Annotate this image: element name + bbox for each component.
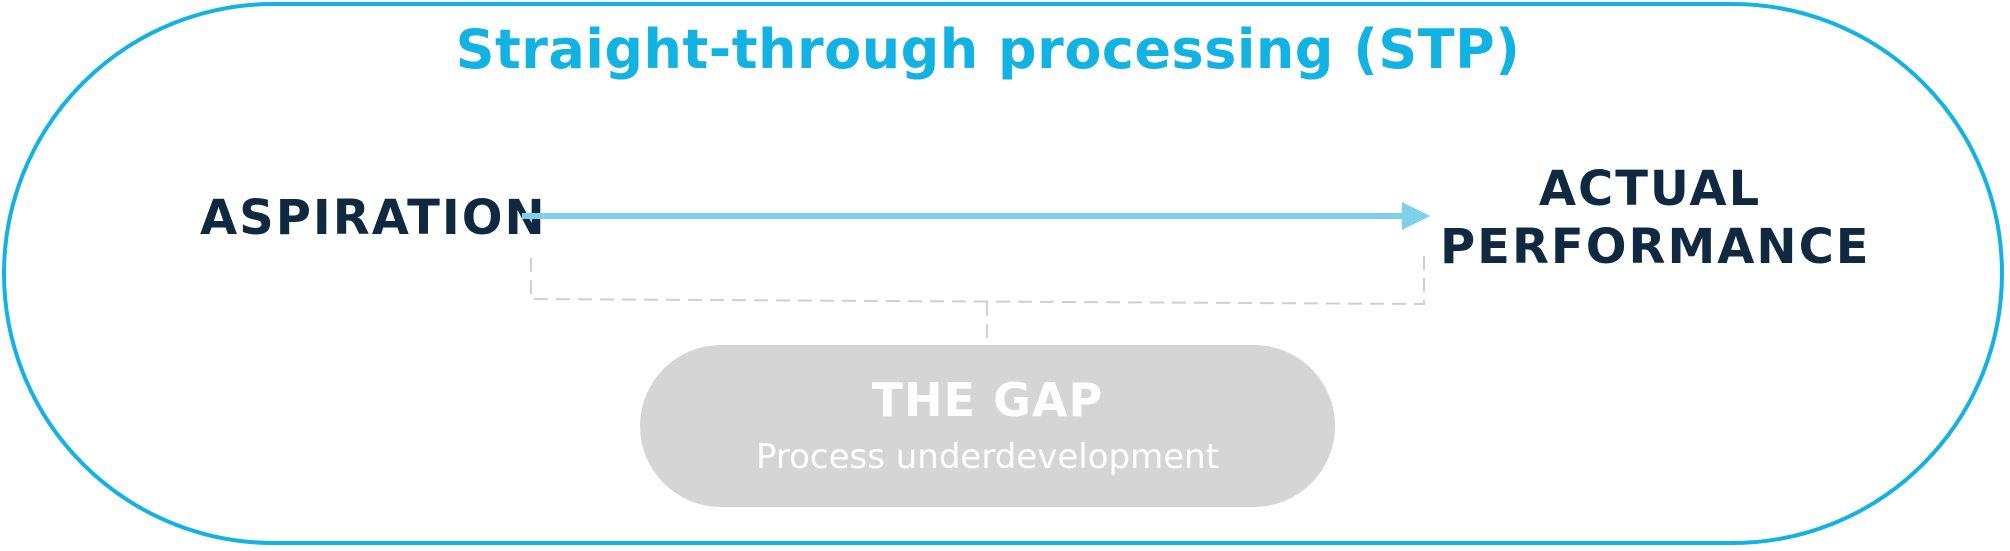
- actual-performance-line-1: ACTUAL: [1538, 161, 1762, 217]
- actual-performance-label: ACTUAL PERFORMANCE: [1440, 160, 1871, 276]
- gap-subtitle: Process underdevelopment: [755, 437, 1220, 477]
- gap-title: THE GAP: [871, 373, 1104, 427]
- diagram-title: Straight-through processing (STP): [455, 18, 1521, 81]
- gap-pill: THE GAP Process underdevelopment: [640, 345, 1335, 507]
- actual-performance-line-2: PERFORMANCE: [1440, 219, 1871, 275]
- gap-bracket: [530, 254, 1425, 306]
- progress-arrow-head: [1402, 202, 1430, 230]
- aspiration-label: ASPIRATION: [200, 190, 547, 246]
